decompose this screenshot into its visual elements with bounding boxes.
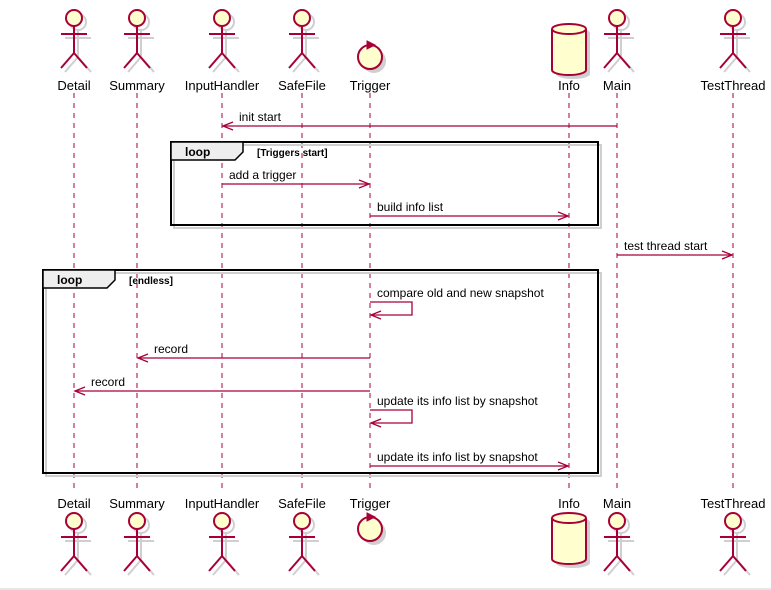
lifelines (73, 93, 734, 492)
arrow-head-icon (221, 121, 234, 131)
frames: loop [Triggers start] loop [endless] (42, 141, 602, 477)
bottom-border (0, 588, 771, 590)
participant-trigger-bottom: Trigger (350, 496, 391, 545)
arrow-head-icon (358, 179, 371, 189)
participant-info-top: Info (551, 23, 590, 93)
arrow-head-icon (136, 353, 149, 363)
participant-detail-top: Detail (57, 9, 92, 93)
participant-detail-bottom: Detail (57, 496, 92, 576)
message-m6: record (136, 342, 370, 363)
participant-summary-bottom: Summary (109, 496, 165, 576)
messages: init start add a trigger build info list te… (73, 110, 734, 471)
message-m1: init start (221, 110, 617, 131)
participant-testthread-bottom: TestThread (700, 496, 766, 576)
control-icon (357, 40, 383, 70)
participant-name: Summary (109, 496, 165, 511)
actor-detail-icon (60, 512, 88, 572)
participant-inputhandler-top: InputHandler (185, 9, 260, 93)
actor-testthread-icon (719, 512, 747, 572)
participant-name: TestThread (700, 496, 765, 511)
message-label: test thread start (624, 239, 708, 253)
message-label: update its info list by snapshot (377, 450, 538, 464)
participant-name: Summary (109, 78, 165, 93)
message-m9: update its info list by snapshot (370, 450, 570, 471)
participant-name: SafeFile (278, 78, 326, 93)
arrow-head-icon (557, 211, 570, 221)
frame-keyword: loop (185, 145, 210, 159)
message-m3: build info list (370, 200, 570, 221)
message-label: init start (239, 110, 282, 124)
actor-inputhandler-icon (208, 512, 236, 572)
arrow-head-icon (557, 461, 570, 471)
database-icon (551, 23, 587, 76)
frame-tab (170, 141, 244, 161)
frame-keyword: loop (57, 273, 82, 287)
participant-name: InputHandler (185, 496, 260, 511)
actor-main-icon (603, 9, 631, 69)
participant-name: Detail (57, 496, 90, 511)
actor-inputhandler-icon (208, 9, 236, 69)
message-m8: update its info list by snapshot (369, 394, 538, 428)
loop-frame: loop [Triggers start] (170, 141, 602, 229)
participant-name: Main (603, 496, 631, 511)
arrow-head-icon (369, 418, 382, 428)
participants: DetailDetailSummarySummaryInputHandlerIn… (57, 9, 766, 576)
participant-safefile-top: SafeFile (278, 9, 326, 93)
participant-inputhandler-bottom: InputHandler (185, 496, 260, 576)
participant-summary-top: Summary (109, 9, 165, 93)
participant-testthread-top: TestThread (700, 9, 766, 93)
actor-testthread-icon (719, 9, 747, 69)
control-icon (357, 512, 383, 542)
actor-detail-icon (60, 9, 88, 69)
participant-main-top: Main (603, 9, 635, 93)
actor-summary-icon (123, 9, 151, 69)
message-m7: record (73, 375, 370, 396)
frame-border (42, 269, 599, 474)
participant-name: TestThread (700, 78, 765, 93)
frame-guard: [endless] (129, 276, 173, 287)
participant-name: SafeFile (278, 496, 326, 511)
arrow-head-icon (721, 250, 734, 260)
participant-safefile-bottom: SafeFile (278, 496, 326, 576)
message-label: add a trigger (229, 168, 296, 182)
message-label: record (154, 342, 188, 356)
participant-name: Main (603, 78, 631, 93)
participant-main-bottom: Main (603, 496, 635, 576)
actor-summary-icon (123, 512, 151, 572)
participant-name: Info (558, 78, 580, 93)
database-icon (551, 512, 587, 565)
actor-safefile-icon (288, 9, 316, 69)
participant-name: InputHandler (185, 78, 260, 93)
message-label: update its info list by snapshot (377, 394, 538, 408)
message-line (370, 301, 413, 316)
arrow-head-icon (73, 386, 86, 396)
participant-trigger-top: Trigger (350, 40, 391, 93)
participant-name: Trigger (350, 78, 391, 93)
actor-safefile-icon (288, 512, 316, 572)
frame-guard: [Triggers start] (257, 148, 328, 159)
message-line (370, 409, 413, 424)
actor-main-icon (603, 512, 631, 572)
arrow-head-icon (369, 310, 382, 320)
message-m5: compare old and new snapshot (369, 286, 544, 320)
participant-info-bottom: Info (551, 496, 590, 568)
message-label: build info list (377, 200, 444, 214)
message-m2: add a trigger (222, 168, 371, 189)
message-label: compare old and new snapshot (377, 286, 544, 300)
message-label: record (91, 375, 125, 389)
frame-tab (42, 269, 116, 289)
frame-border (170, 141, 599, 226)
loop-frame: loop [endless] (42, 269, 602, 477)
participant-name: Info (558, 496, 580, 511)
message-m4: test thread start (617, 239, 734, 260)
participant-name: Trigger (350, 496, 391, 511)
participant-name: Detail (57, 78, 90, 93)
